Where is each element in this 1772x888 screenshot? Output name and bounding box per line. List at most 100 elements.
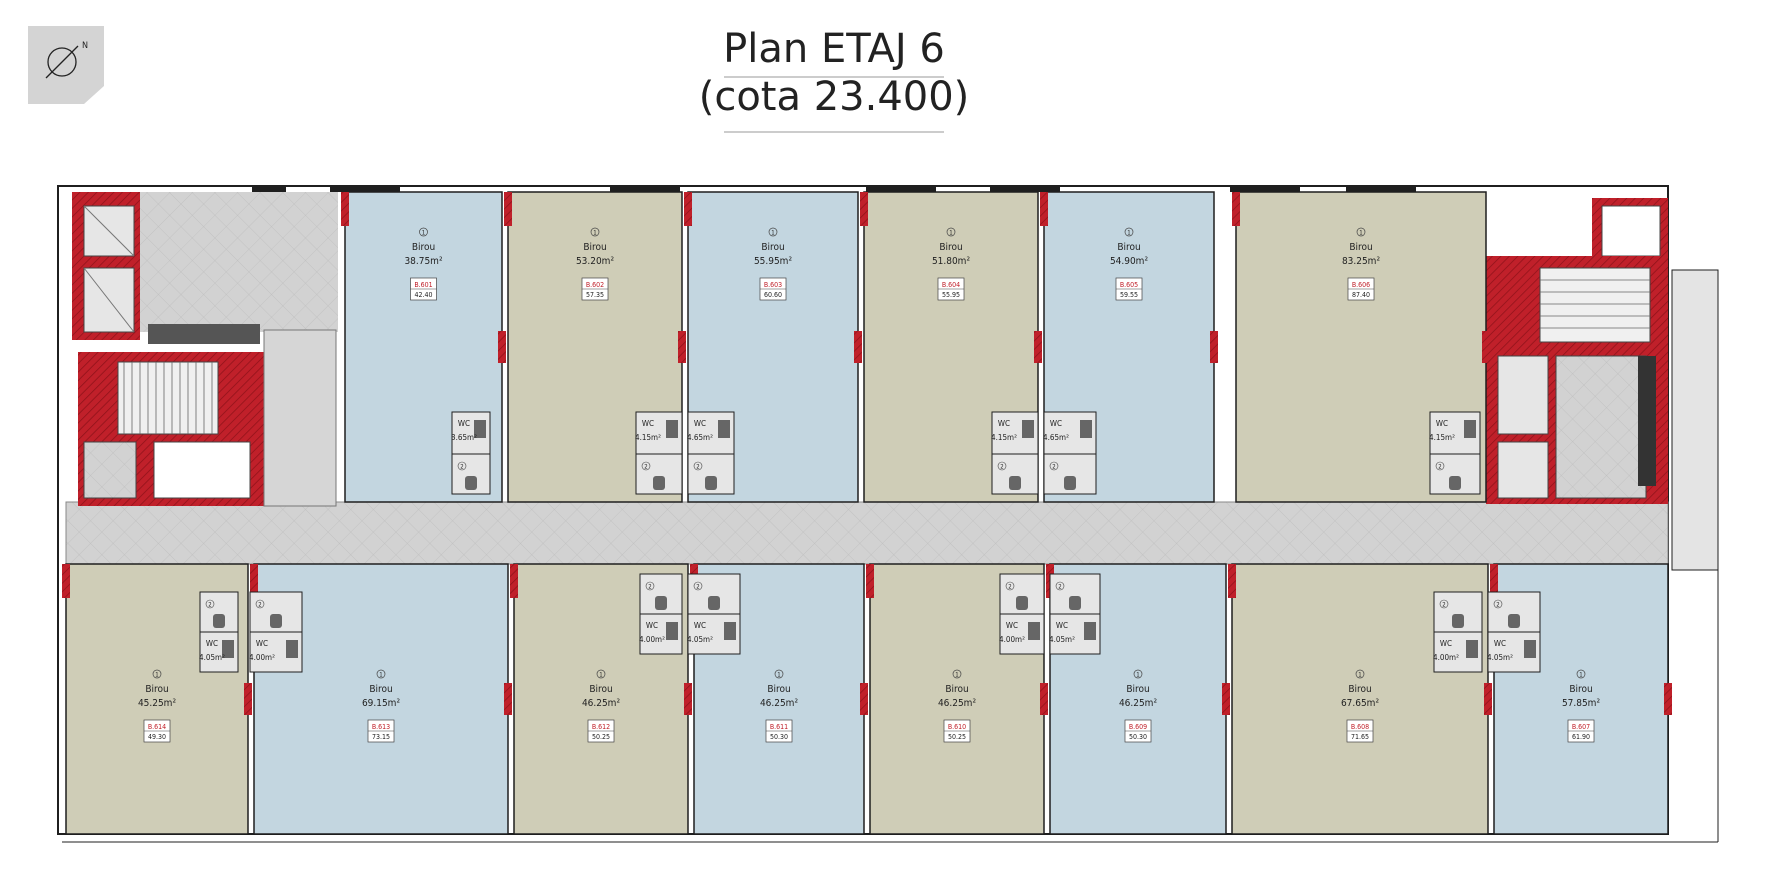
room-area: 45.25m²	[138, 698, 177, 709]
wc-label: WC	[1436, 419, 1448, 428]
room-area: 46.25m²	[1119, 698, 1158, 709]
wc-room: 2 WC 4.15m²	[635, 411, 683, 495]
room-area: 46.25m²	[760, 698, 799, 709]
room-area: 54.90m²	[1110, 256, 1149, 267]
room-code: B.604	[942, 281, 960, 289]
wc-label: WC	[1440, 639, 1452, 648]
sink-icon	[1466, 640, 1478, 658]
wc-label: WC	[1050, 419, 1062, 428]
room-code: B.614	[148, 723, 166, 731]
room-area: 83.25m²	[1342, 256, 1381, 267]
elevator-lobby	[140, 192, 338, 332]
toilet-icon	[705, 476, 717, 490]
wc-area: 4.15m²	[635, 433, 661, 442]
elevator-shaft	[1497, 441, 1549, 499]
room-code: B.608	[1351, 723, 1369, 731]
sink-icon	[1524, 640, 1536, 658]
wall-column	[244, 683, 252, 715]
wall-column	[866, 564, 874, 598]
sink-icon	[286, 640, 298, 658]
vestibule-marker: 2	[1008, 584, 1011, 591]
wc-label: WC	[646, 621, 658, 630]
toilet-icon	[1009, 476, 1021, 490]
room-number: 1	[155, 672, 158, 679]
room-name: Birou	[1117, 242, 1140, 253]
vestibule-marker: 2	[1442, 602, 1445, 609]
room-name: Birou	[939, 242, 962, 253]
wall-column	[1484, 683, 1492, 715]
wall-column	[1210, 331, 1218, 363]
elevator-lobby	[1555, 355, 1647, 499]
room-area: 69.15m²	[362, 698, 401, 709]
wc-floor	[1049, 613, 1101, 655]
room-number: 1	[1579, 672, 1582, 679]
room-gross-area: 57.35	[586, 291, 604, 299]
room-code: B.607	[1572, 723, 1590, 731]
room-code: B.606	[1352, 281, 1370, 289]
wc-label: WC	[998, 419, 1010, 428]
compass: N	[28, 26, 104, 104]
compass-badge	[28, 26, 104, 104]
stairs	[1539, 267, 1651, 343]
wall-column	[504, 683, 512, 715]
room-number: 1	[1359, 230, 1362, 237]
room-number: 1	[379, 672, 382, 679]
wc-label: WC	[1494, 639, 1506, 648]
room-number: 1	[422, 230, 425, 237]
room-name: Birou	[1126, 684, 1149, 695]
wc-vestibule	[687, 453, 735, 495]
room-name: Birou	[589, 684, 612, 695]
wc-floor	[249, 631, 303, 673]
room-name: Birou	[145, 684, 168, 695]
wall-column	[1040, 683, 1048, 715]
room-number: 1	[949, 230, 952, 237]
wc-label: WC	[1006, 621, 1018, 630]
wall-column	[510, 564, 518, 598]
wc-layer: 2WC3.65m²2WC4.15m²2WC4.65m²2WC4.15m²2WC4…	[199, 411, 1541, 673]
toilet-icon	[1508, 614, 1520, 628]
sink-icon	[1084, 622, 1096, 640]
room-area: 53.20m²	[576, 256, 615, 267]
room-number: 1	[1358, 672, 1361, 679]
room-area: 51.80m²	[932, 256, 971, 267]
wc-label: WC	[256, 639, 268, 648]
wc-area: 4.05m²	[1049, 635, 1075, 644]
wc-vestibule	[687, 573, 741, 615]
room-gross-area: 50.25	[948, 733, 966, 741]
wc-area: 4.00m²	[639, 635, 665, 644]
wc-label: WC	[642, 419, 654, 428]
wc-area: 4.00m²	[249, 653, 275, 662]
wall-column	[1034, 331, 1042, 363]
wc-area: 4.05m²	[1487, 653, 1513, 662]
wc-area: 4.65m²	[687, 433, 713, 442]
room-code: B.609	[1129, 723, 1147, 731]
room-name: Birou	[369, 684, 392, 695]
wc-label: WC	[458, 419, 470, 428]
wc-area: 4.05m²	[199, 653, 225, 662]
sink-icon	[1464, 420, 1476, 438]
wall-column	[1482, 331, 1490, 363]
wall-column	[854, 331, 862, 363]
vestibule-marker: 2	[1052, 464, 1055, 471]
room-gross-area: 59.55	[1120, 291, 1138, 299]
room-number: 1	[1136, 672, 1139, 679]
sink-icon	[724, 622, 736, 640]
wc-label: WC	[694, 621, 706, 630]
vestibule-marker: 2	[696, 584, 699, 591]
vestibule-marker: 2	[644, 464, 647, 471]
toilet-icon	[1064, 476, 1076, 490]
toilet-icon	[1449, 476, 1461, 490]
sink-icon	[718, 420, 730, 438]
sink-icon	[1028, 622, 1040, 640]
room-name: Birou	[945, 684, 968, 695]
